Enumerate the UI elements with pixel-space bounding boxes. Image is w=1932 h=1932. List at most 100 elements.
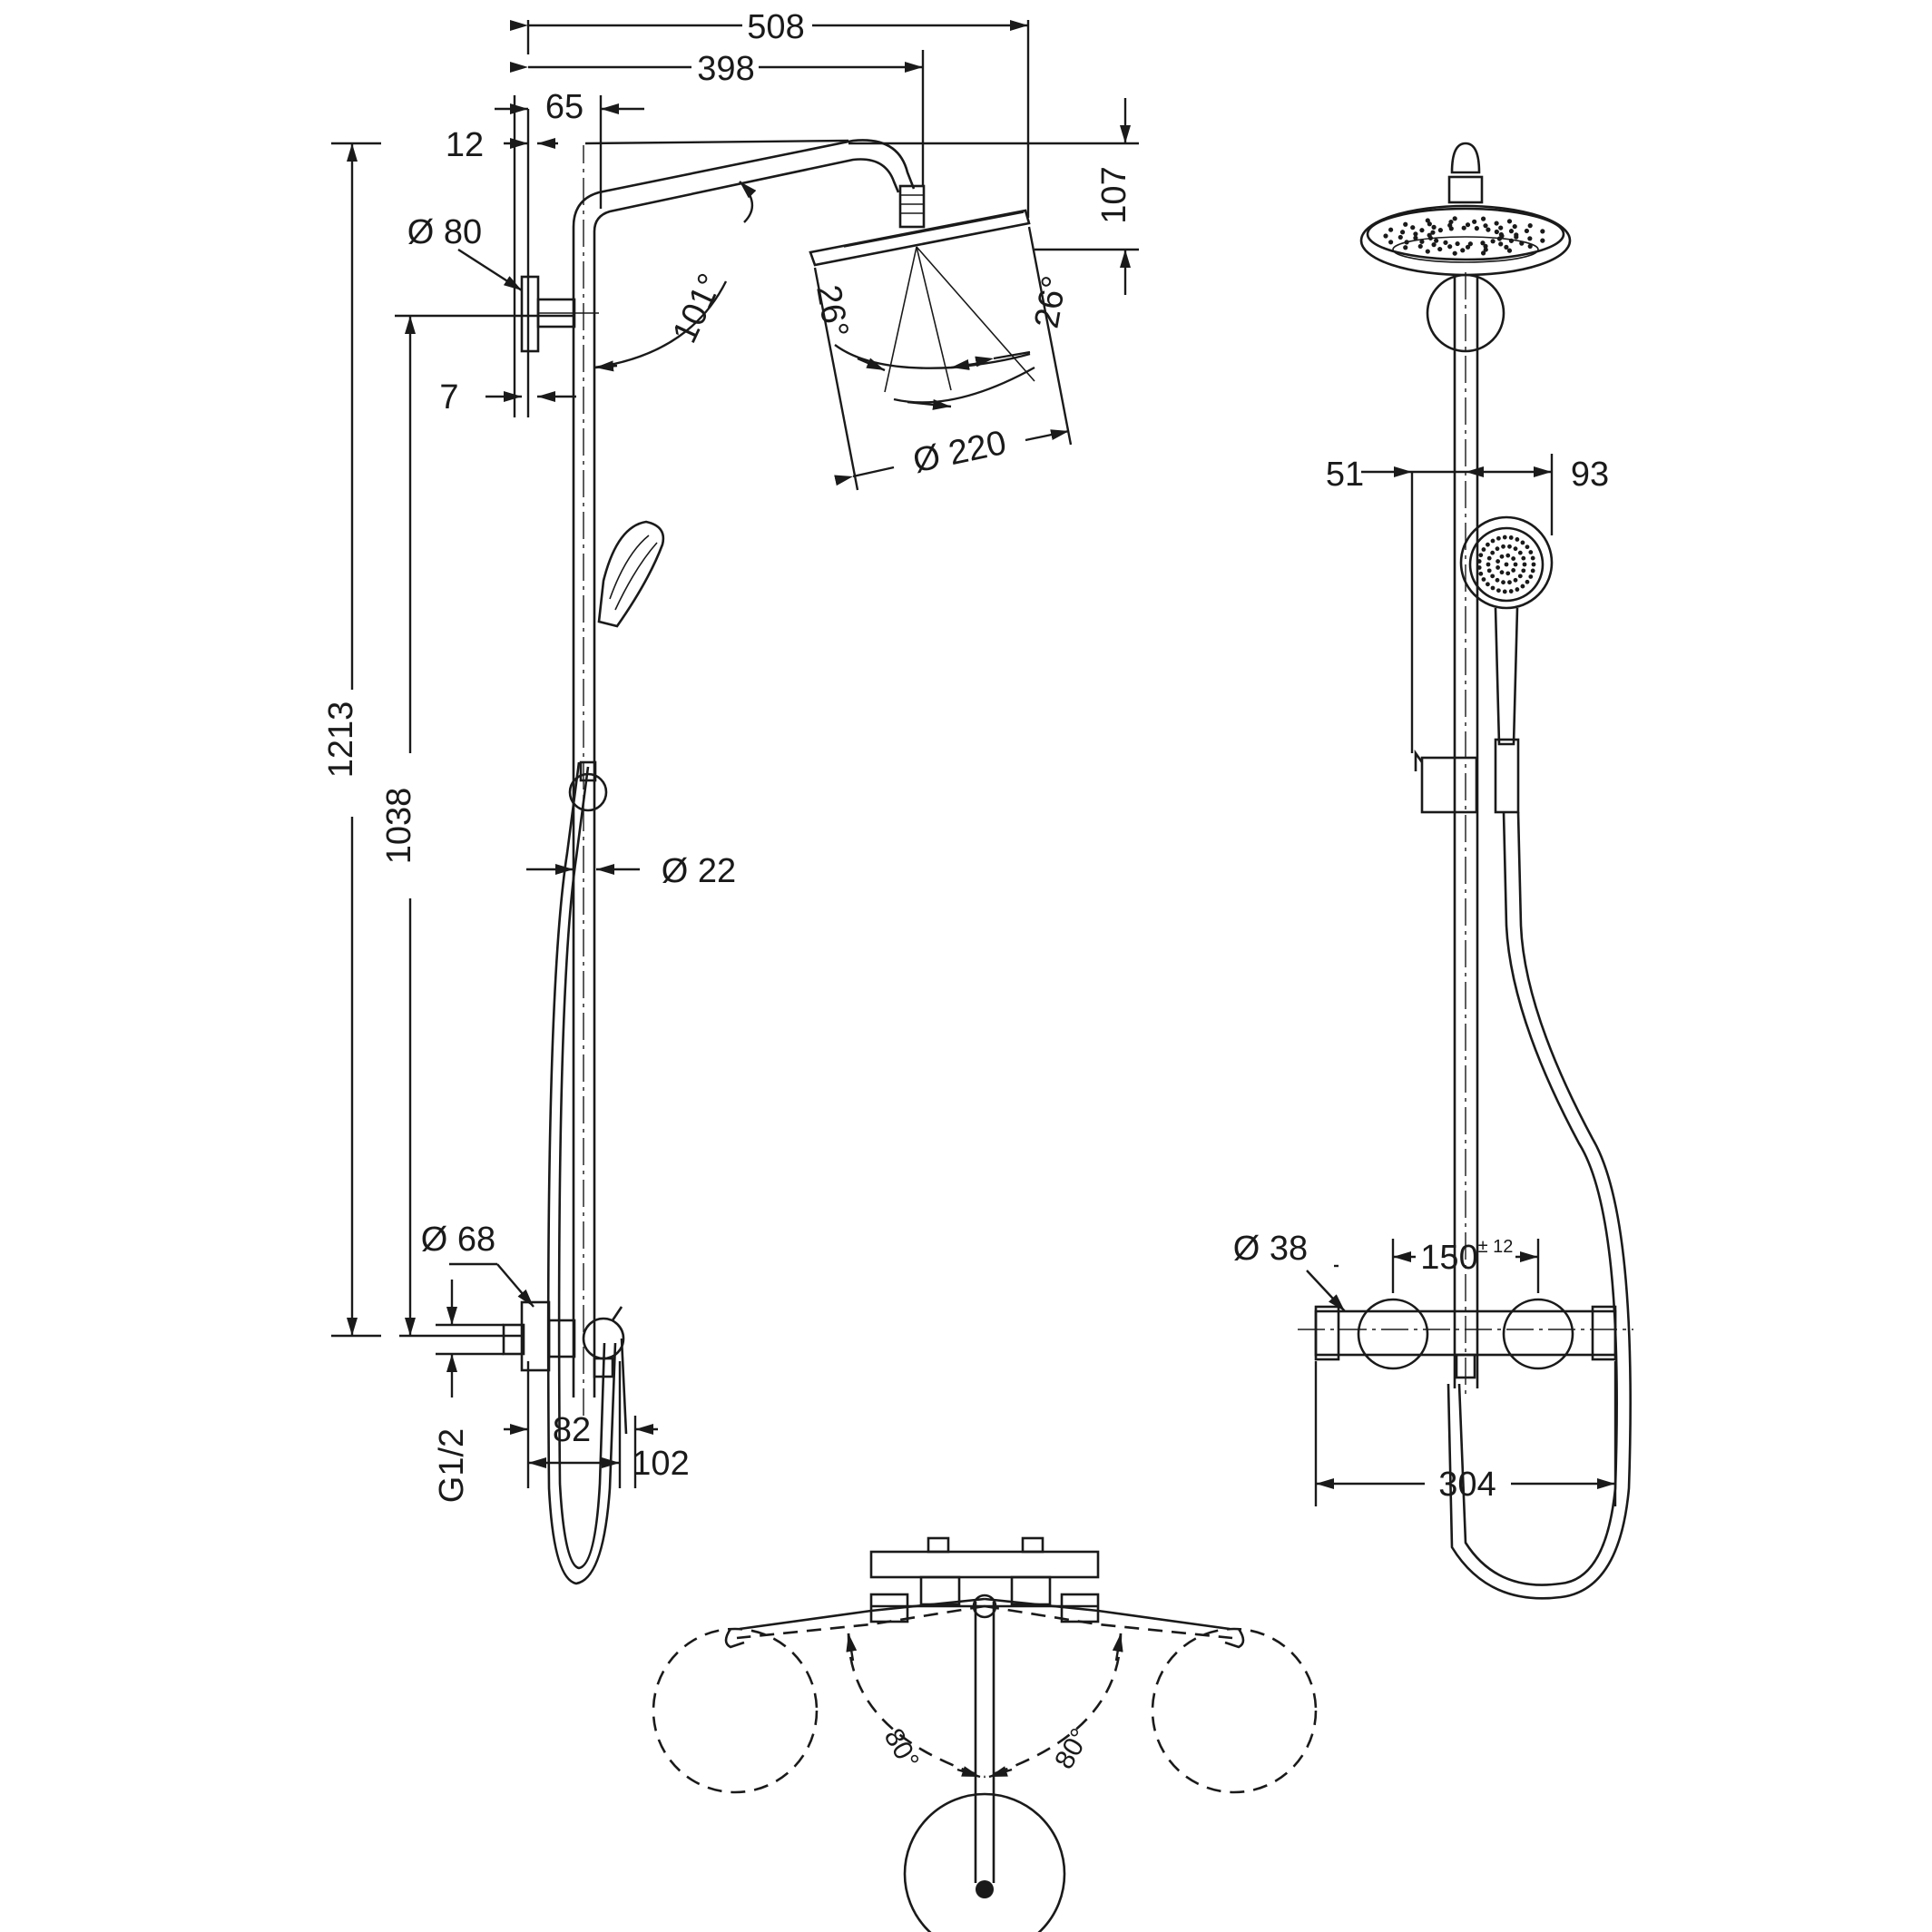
nozzle-dot bbox=[1465, 244, 1471, 250]
nozzle-dot bbox=[1496, 559, 1501, 564]
nozzle-dot bbox=[1490, 538, 1496, 544]
nozzle-dot bbox=[1513, 577, 1518, 583]
mixer-top bbox=[869, 1550, 1100, 1579]
nozzle-dot bbox=[1515, 587, 1520, 592]
nozzle-dot bbox=[1496, 565, 1501, 570]
nozzle-dot bbox=[1483, 243, 1488, 249]
nozzle-dot bbox=[1507, 544, 1512, 549]
nozzle-dot bbox=[1524, 228, 1530, 234]
nozzle-dot bbox=[1499, 570, 1505, 575]
nozzle-dot bbox=[1530, 555, 1535, 561]
dim-12: 12 bbox=[446, 126, 484, 164]
nozzle-dot bbox=[1511, 556, 1516, 561]
nozzle-dot bbox=[1506, 219, 1513, 224]
nozzle-dot bbox=[1525, 579, 1530, 584]
nozzle-dot bbox=[1496, 535, 1501, 541]
dim-d68: Ø 68 bbox=[421, 1221, 495, 1259]
nozzle-dot bbox=[1483, 223, 1488, 229]
nozzle-dot bbox=[1527, 223, 1533, 229]
top-view: 80° 80° bbox=[652, 1536, 1318, 1932]
nozzle-dot bbox=[1476, 559, 1482, 564]
nozzle-dot bbox=[1499, 554, 1505, 559]
dim-1213: 1213 bbox=[322, 701, 360, 779]
nozzle-dot bbox=[1474, 226, 1479, 231]
nozzle-dot bbox=[1399, 230, 1406, 235]
nozzle-dot bbox=[1413, 235, 1418, 240]
nozzle-dot bbox=[1501, 544, 1505, 549]
nozzle-dot bbox=[1419, 239, 1425, 244]
hose-side bbox=[546, 761, 617, 1585]
nozzle-dot bbox=[1447, 244, 1453, 250]
nozzle-dot bbox=[1508, 229, 1515, 234]
dim-65: 65 bbox=[545, 88, 584, 126]
nozzle-dot bbox=[1417, 243, 1423, 250]
nozzle-dot bbox=[1431, 224, 1437, 230]
hand-shower-nozzles bbox=[1476, 534, 1536, 594]
nozzle-dot bbox=[1431, 242, 1437, 248]
nozzle-dot bbox=[1480, 216, 1486, 221]
hand-shower-front bbox=[1459, 515, 1554, 610]
dim-107: 107 bbox=[1095, 166, 1133, 223]
nozzle-dot bbox=[1498, 231, 1504, 238]
nozzle-dot bbox=[1527, 243, 1533, 249]
nozzle-dot bbox=[1525, 544, 1530, 550]
nozzle-dot bbox=[1495, 546, 1500, 552]
dim-93: 93 bbox=[1571, 456, 1609, 494]
nozzle-dot bbox=[1452, 216, 1457, 221]
nozzle-dot bbox=[1403, 221, 1408, 227]
nozzle-dot bbox=[1437, 246, 1443, 252]
angle-80-right: 80° bbox=[1049, 1723, 1095, 1774]
nozzle-dot bbox=[1513, 546, 1518, 552]
nozzle-dot bbox=[1508, 535, 1514, 540]
dim-82: 82 bbox=[553, 1411, 591, 1449]
nozzle-dot bbox=[1490, 239, 1496, 244]
nozzle-dot bbox=[1514, 232, 1519, 238]
angle-101: 101° bbox=[665, 268, 730, 348]
rotation-circle-left bbox=[652, 1627, 819, 1794]
overhead-nozzles bbox=[1383, 216, 1545, 256]
dim-508: 508 bbox=[747, 8, 804, 46]
nozzle-dot bbox=[1465, 222, 1471, 228]
nozzle-dot bbox=[1404, 240, 1409, 245]
front-view: 51 93 Ø 38 150 ± 12 304 bbox=[1233, 142, 1633, 1600]
thermostat-valve-left bbox=[1357, 1298, 1429, 1370]
nozzle-dot bbox=[1486, 568, 1492, 574]
nozzle-dot bbox=[1413, 231, 1418, 237]
dim-d22: Ø 22 bbox=[662, 852, 736, 890]
angle-26-right: 26° bbox=[1028, 273, 1074, 331]
nozzle-dot bbox=[1496, 236, 1503, 241]
nozzle-dot bbox=[1483, 247, 1488, 252]
nozzle-dot bbox=[1478, 553, 1484, 558]
rotation-circle-right bbox=[1151, 1627, 1318, 1794]
dim-304: 304 bbox=[1438, 1466, 1496, 1504]
nozzle-dot bbox=[1513, 562, 1518, 567]
nozzle-dot bbox=[1486, 555, 1492, 561]
nozzle-dot bbox=[1425, 249, 1430, 254]
nozzle-dot bbox=[1511, 568, 1516, 573]
nozzle-dot bbox=[1515, 537, 1520, 542]
nozzle-dot bbox=[1517, 574, 1523, 579]
nozzle-dot bbox=[1528, 550, 1534, 554]
nozzle-dot bbox=[1425, 218, 1430, 223]
nozzle-dot bbox=[1504, 244, 1509, 250]
nozzle-dot bbox=[1527, 236, 1533, 241]
nozzle-dot bbox=[1481, 577, 1486, 582]
dim-g12: G1/2 bbox=[433, 1428, 471, 1503]
nozzle-dot bbox=[1528, 574, 1534, 579]
nozzle-dot bbox=[1478, 571, 1484, 576]
nozzle-dot bbox=[1490, 550, 1496, 555]
nozzle-dot bbox=[1455, 240, 1460, 247]
nozzle-dot bbox=[1540, 238, 1545, 243]
nozzle-dot bbox=[1505, 571, 1511, 576]
nozzle-dot bbox=[1467, 241, 1473, 247]
mixer-wall-rosette-side bbox=[520, 1300, 551, 1372]
nozzle-dot bbox=[1419, 228, 1425, 233]
dim-d38: Ø 38 bbox=[1233, 1230, 1308, 1268]
dim-7: 7 bbox=[439, 378, 458, 417]
nozzle-dot bbox=[1486, 562, 1491, 567]
nozzle-dot bbox=[1494, 221, 1499, 226]
nozzle-dot bbox=[1502, 534, 1507, 540]
nozzle-dot bbox=[1522, 562, 1527, 567]
nozzle-dot bbox=[1531, 562, 1536, 567]
nozzle-dot bbox=[1521, 555, 1526, 561]
